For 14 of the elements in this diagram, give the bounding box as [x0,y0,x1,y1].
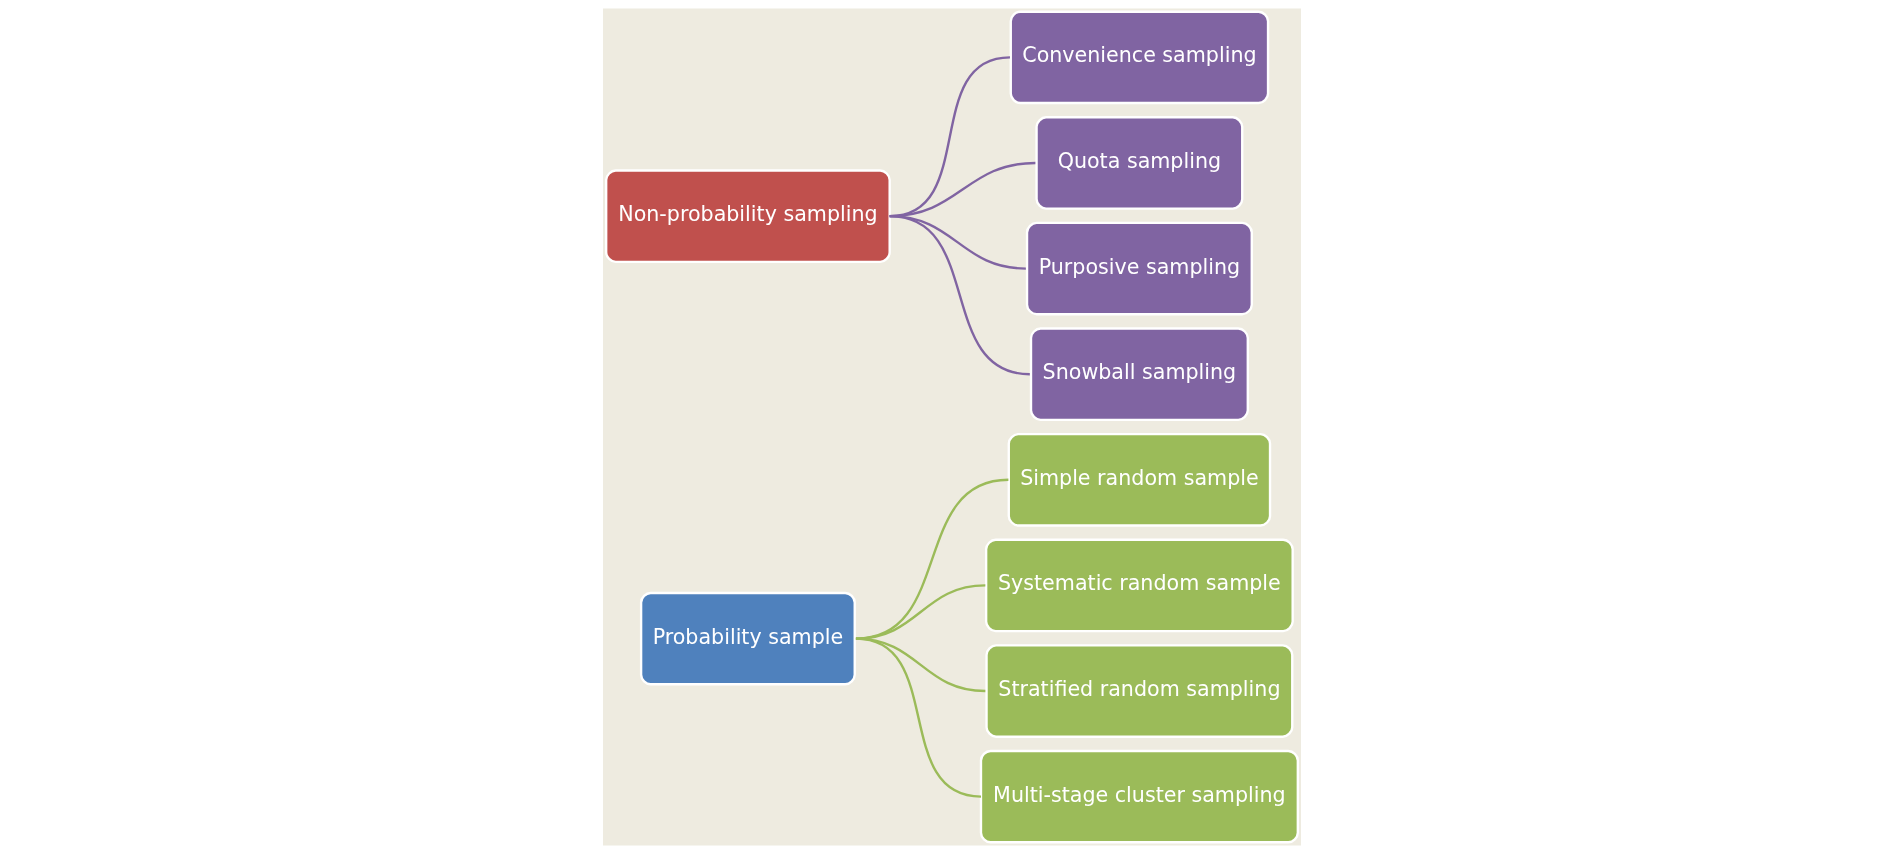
node-box: Purposive sampling [1025,221,1253,316]
node-box: Quota sampling [1034,116,1243,210]
connector [855,584,985,640]
connector [855,637,981,798]
node-box: Simple random sample [1007,432,1271,527]
node-box: Stratified random sampling [984,644,1293,738]
node-box: Systematic random sample [984,538,1294,633]
connector [889,215,1030,376]
node-box: Snowball sampling [1029,327,1249,422]
node-box: Non-probability sampling [604,169,891,263]
node-box: Probability sample [639,591,856,686]
node-box: Convenience sampling [1009,10,1269,105]
connector [855,478,1009,640]
node-box: Multi-stage cluster sampling [979,749,1299,844]
